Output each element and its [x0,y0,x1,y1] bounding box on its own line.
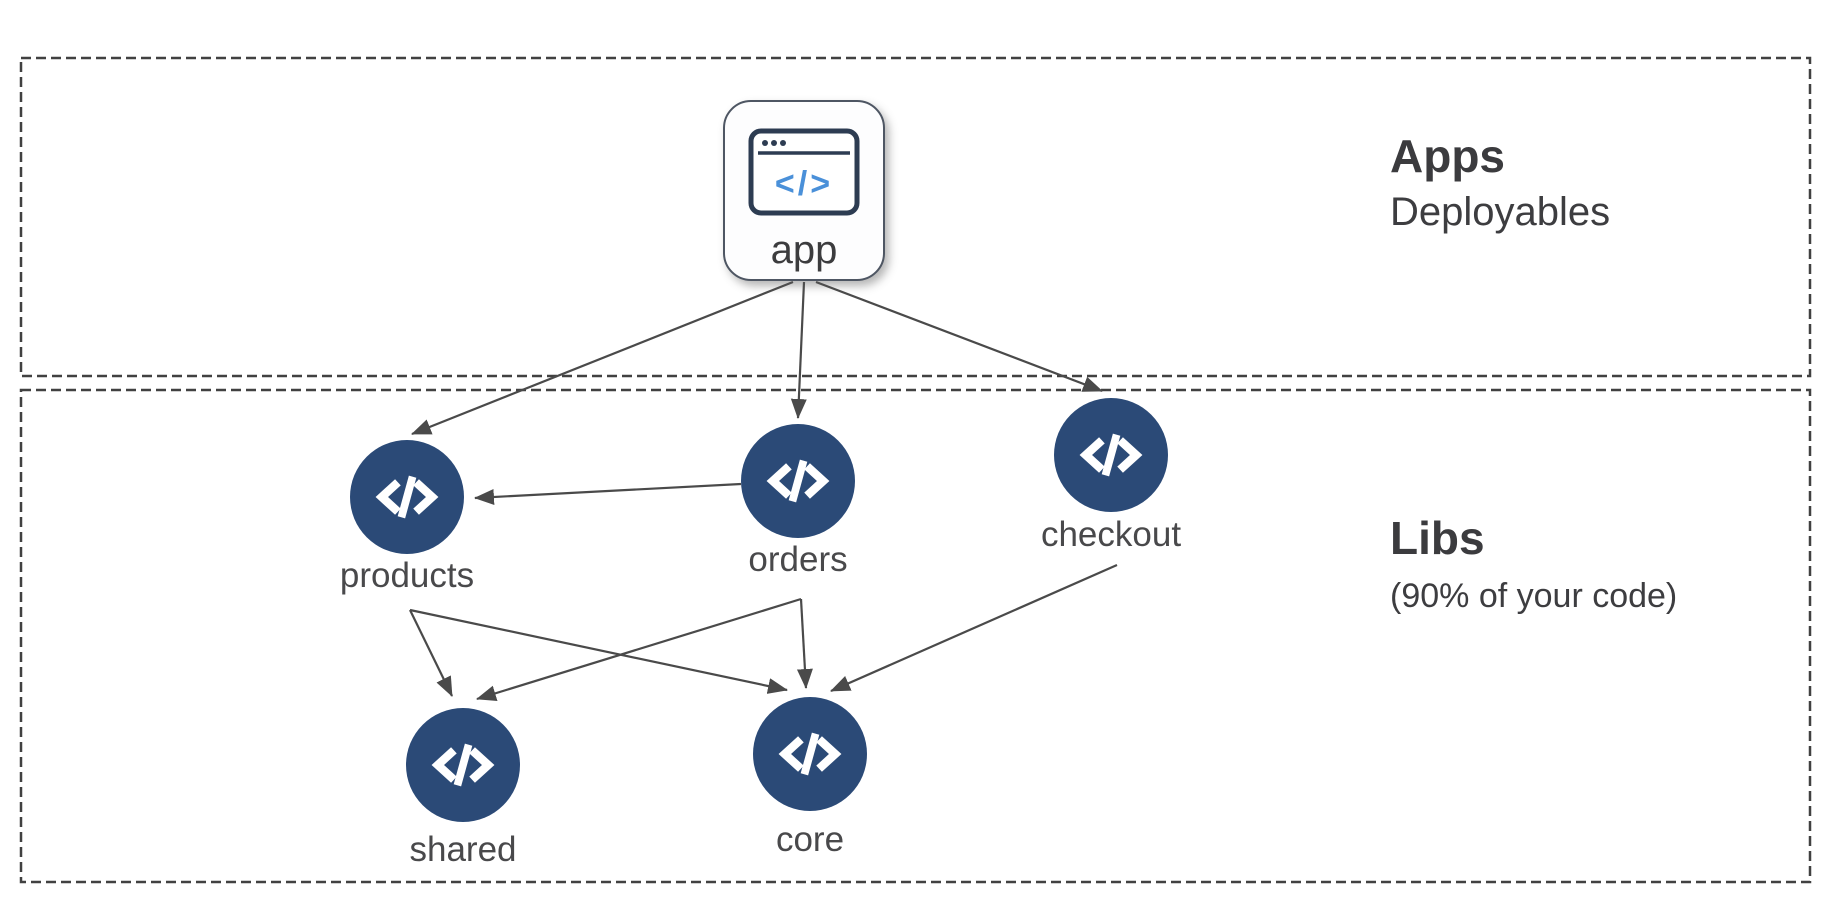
node-shared [406,708,520,822]
apps-section-title: Apps [1390,130,1505,182]
edge-checkout-core [830,563,1118,693]
node-app-label: app [770,228,838,272]
edge-orders-shared [476,597,802,702]
node-label-checkout: checkout [1040,515,1182,554]
libs-section-subtitle: (90% of your code) [1390,577,1678,615]
edge-app-checkout [815,280,1103,393]
libs-section-border [19,388,1812,884]
node-label-orders: orders [748,540,848,579]
edge-app-orders [790,281,807,419]
node-label-products: products [339,556,475,595]
edge-app-products [411,280,794,436]
code-icon [778,732,842,776]
node-label-shared: shared [409,830,517,869]
code-icon [1079,433,1143,477]
edge-products-core [409,608,788,694]
code-icon [431,743,495,787]
edge-products-shared [409,609,453,697]
apps-section-subtitle: Deployables [1390,190,1611,234]
node-core [753,697,867,811]
libs-section-title: Libs [1390,512,1485,564]
node-products [350,440,464,554]
node-orders [741,424,855,538]
edge-orders-products [474,482,742,505]
code-icon [766,459,830,503]
code-icon [375,475,439,519]
browser-code-icon: </> [748,128,860,216]
edge-orders-core [796,598,813,689]
node-app: </> app [723,100,885,281]
node-checkout [1054,398,1168,512]
code-glyph: </> [775,165,833,203]
node-label-core: core [775,820,845,859]
apps-section-border [19,56,1812,378]
